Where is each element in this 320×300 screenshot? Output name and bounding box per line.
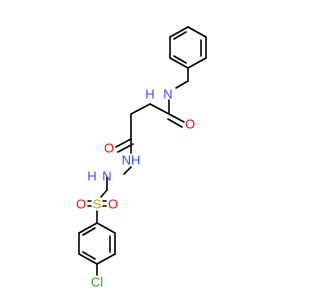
atom-sulfonyl-n: N [102,169,111,184]
atom-sulfonyl-o-right: O [108,197,118,212]
atom-amide-n: N [163,87,172,102]
bond [187,26,207,38]
atom-sulfur: S [93,197,102,212]
bond [167,118,183,128]
atom-hydrazide-nh: NH [122,153,141,168]
bond [82,227,96,236]
atom-hydrazide-o: O [104,141,114,156]
bond [96,253,116,265]
bond [82,251,96,260]
bond [100,189,108,198]
bond [169,57,189,69]
bond-layer [78,26,207,276]
bond [168,113,185,123]
bond [115,138,132,148]
bond [173,31,187,40]
atom-amide-h: H [145,87,154,102]
atom-sulfonyl-o-left: O [76,197,86,212]
bond [96,222,116,234]
atom-sulfonyl-h: H [87,169,96,184]
atom-amide-o: O [185,117,195,132]
atom-chlorine: Cl [91,275,103,290]
bond [78,222,98,234]
molecule-structure-diagram: H N O O NH N H S O O Cl [76,26,207,290]
bond [123,166,132,175]
bond [169,26,189,38]
bond [78,253,98,265]
bond [130,103,151,115]
bond [149,103,170,115]
bond [187,57,207,69]
atom-label-layer: H N O O NH N H S O O Cl [76,87,195,290]
bond [175,80,189,89]
bond [173,55,187,64]
